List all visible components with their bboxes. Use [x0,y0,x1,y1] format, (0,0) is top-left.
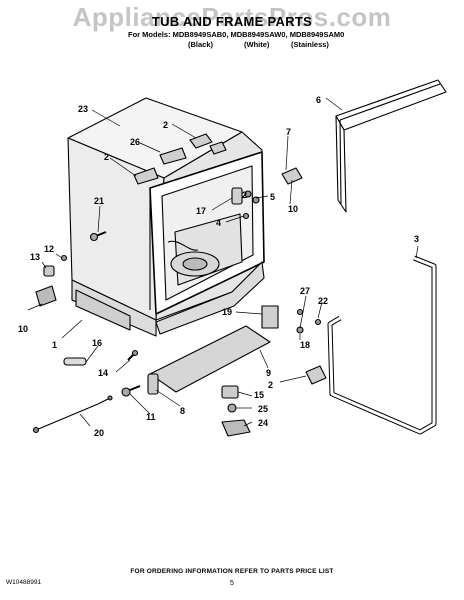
callout-11: 11 [146,412,156,422]
callout-25: 25 [258,404,268,414]
page-number: 5 [230,580,234,587]
callout-22: 22 [318,296,328,306]
callout-10-left: 10 [18,324,28,334]
callout-18: 18 [300,340,310,350]
callout-13: 13 [30,252,40,262]
callout-21: 21 [94,196,104,206]
spring-16 [63,357,87,366]
callout-9: 9 [266,368,271,378]
callout-8: 8 [180,406,185,416]
callout-2-mid: 2 [242,190,247,200]
callout-4: 4 [216,218,221,228]
callout-7: 7 [286,127,291,137]
door-gasket-part [335,79,447,213]
screw-14 [127,349,139,361]
callout-2-top: 2 [163,120,168,130]
callout-15: 15 [254,390,264,400]
hardware-15-25-24 [221,385,251,437]
document-part-number: W10488991 [6,579,42,586]
hinge-bracket-top [133,133,227,185]
tub-assembly [67,97,265,337]
callout-27: 27 [300,286,310,296]
callout-5: 5 [270,192,275,202]
bracket-8 [121,373,159,397]
screw-21 [89,231,107,242]
leader-lines [27,97,419,427]
callout-1: 1 [52,340,57,350]
variant-black: (Black) [188,40,214,49]
callout-2-right: 2 [268,380,273,390]
side-bracket-left [35,254,68,307]
page-title: TUB AND FRAME PARTS [151,14,313,29]
callout-19: 19 [222,307,232,317]
lower-panel-9 [149,305,322,393]
callout-2-left: 2 [104,152,109,162]
callout-23: 23 [78,104,88,114]
tub-gasket-part [327,255,437,435]
bracket-17 [231,187,260,220]
callout-26: 26 [130,137,140,147]
callout-20: 20 [94,428,104,438]
bracket-2-right [305,365,327,385]
callout-12: 12 [44,244,54,254]
clip-part [281,167,303,185]
callout-14: 14 [98,368,108,378]
variant-stainless: (Stainless) [291,40,329,49]
variant-white: (White) [244,40,270,49]
drain-rod-20 [32,395,113,434]
callout-3: 3 [414,234,419,244]
callout-24: 24 [258,418,268,428]
models-line: For Models: MDB8949SAB0, MDB8949SAW0, MD… [128,30,345,39]
ordering-instruction: FOR ORDERING INFORMATION REFER TO PARTS … [130,568,334,575]
callout-17: 17 [196,206,206,216]
callout-6: 6 [316,95,321,105]
callout-labels: 1 2 2 2 2 3 4 5 6 7 8 9 10 10 11 12 13 1… [18,95,419,438]
callout-16: 16 [92,338,102,348]
callout-10-right: 10 [288,204,298,214]
